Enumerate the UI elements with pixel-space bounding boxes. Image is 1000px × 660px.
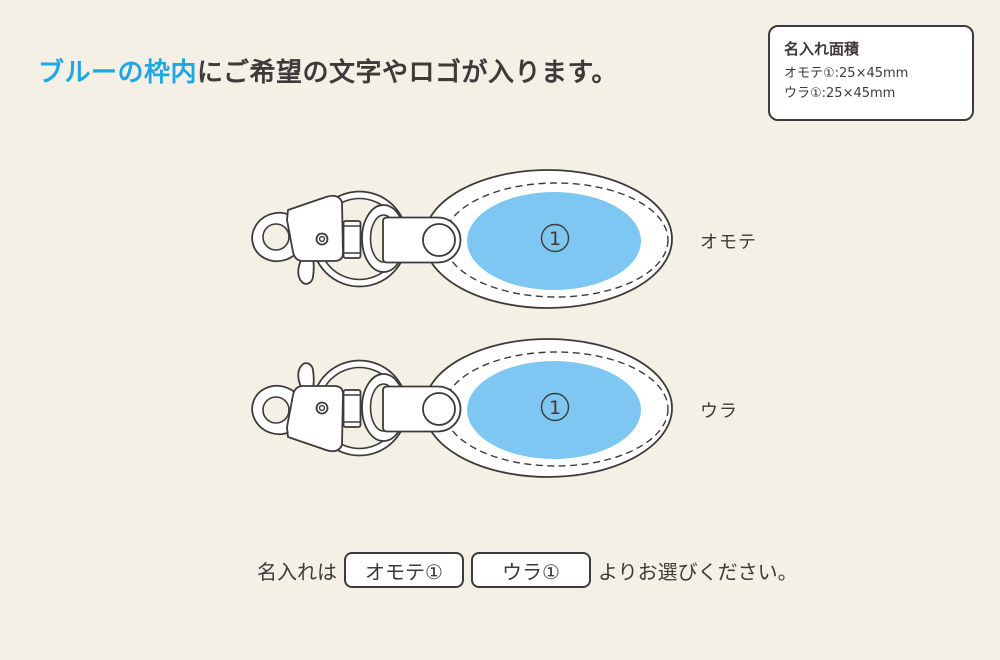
heading-rest: にご希望の文字やロゴが入ります。 xyxy=(197,58,618,88)
clasp-trigger xyxy=(297,362,315,390)
area-number: 1 xyxy=(549,228,561,250)
clasp-trigger xyxy=(297,257,315,285)
print-area-back xyxy=(467,361,641,459)
imprint-option-row: 名入れは オモテ① ウラ① よりお選びください。 xyxy=(257,551,798,589)
lobster-clasp-icon xyxy=(251,362,344,453)
lobster-clasp-icon xyxy=(251,194,344,285)
heading-highlight: ブルーの枠内 xyxy=(38,58,198,88)
keychain-label-front: オモテ xyxy=(700,232,757,253)
imprint-area-info-box: 名入れ面積 オモテ①:25×45mm ウラ①:25×45mm xyxy=(768,25,974,121)
rivet xyxy=(315,232,329,246)
info-line-back: ウラ①:25×45mm xyxy=(784,86,896,102)
keychain-label-back: ウラ xyxy=(700,401,738,422)
rivet xyxy=(315,401,329,415)
area-number: 1 xyxy=(549,397,561,419)
print-area-front xyxy=(467,192,641,290)
info-line-front: オモテ①:25×45mm xyxy=(784,66,909,81)
keychain-back-illustration: 1 xyxy=(251,338,673,478)
area-number-circle xyxy=(540,392,570,422)
page-title: ブルーの枠内にご希望の文字やロゴが入ります。 xyxy=(38,52,618,89)
keychain-front-illustration: 1 xyxy=(251,169,673,309)
stitch-line xyxy=(443,351,669,467)
option-front-button[interactable]: オモテ① xyxy=(344,552,464,588)
footer-suffix: よりお選びください。 xyxy=(598,559,798,584)
info-box-title: 名入れ面積 xyxy=(784,40,860,58)
snap-button xyxy=(422,223,456,257)
area-number-circle xyxy=(540,223,570,253)
snap-button xyxy=(422,392,456,426)
stitch-line xyxy=(443,182,669,298)
option-back-button[interactable]: ウラ① xyxy=(471,552,591,588)
footer-prefix: 名入れは xyxy=(257,559,337,584)
